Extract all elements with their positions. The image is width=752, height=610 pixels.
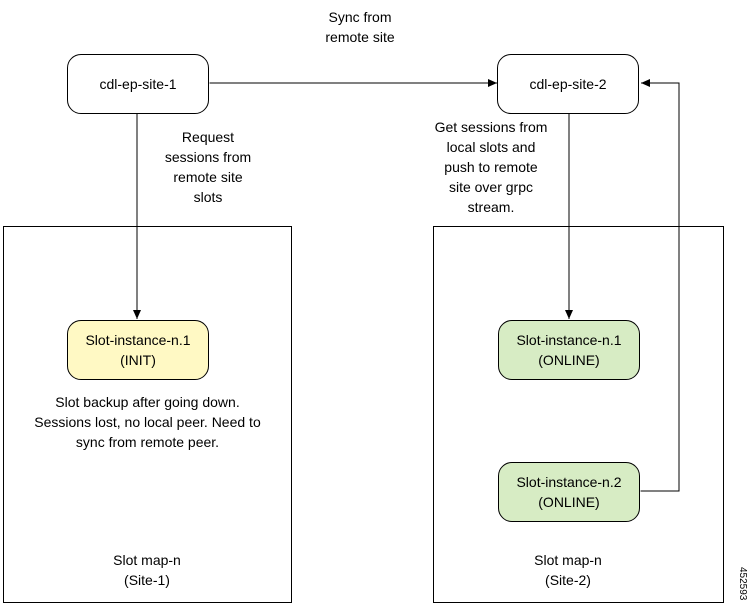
request-label-line-1: Request: [181, 129, 235, 145]
slot-state: (ONLINE): [538, 494, 600, 510]
get-sessions-line-1: Get sessions from: [434, 119, 548, 135]
sync-label-line-2: remote site: [325, 29, 395, 45]
slot-note-line-3: sync from remote peer.: [75, 434, 220, 450]
panel-title-site-2: Slot map-n (Site-2): [508, 550, 628, 590]
slot-instance-site-2-n1: Slot-instance-n.1 (ONLINE): [498, 320, 640, 380]
slot-map-panel-site-2: [433, 226, 724, 603]
slot-name: Slot-instance-n.1: [85, 332, 191, 348]
panel-title-line-2: (Site-1): [124, 572, 170, 588]
slot-instance-site-2-n2: Slot-instance-n.2 (ONLINE): [498, 462, 640, 522]
panel-title-line-1: Slot map-n: [534, 552, 602, 568]
panel-title-line-2: (Site-2): [545, 572, 591, 588]
request-label-line-2: sessions from: [164, 149, 252, 165]
request-label-line-3: remote site: [173, 169, 243, 185]
site-1-node: cdl-ep-site-1: [67, 54, 209, 114]
panel-title-site-1: Slot map-n (Site-1): [87, 550, 207, 590]
slot-instance-site-1-n1: Slot-instance-n.1 (INIT): [67, 320, 209, 380]
get-sessions-line-3: push to remote: [444, 159, 538, 175]
slot-state: (INIT): [120, 352, 156, 368]
slot-state: (ONLINE): [538, 352, 600, 368]
slot-map-panel-site-1: [3, 226, 292, 603]
sync-label: Sync from remote site: [300, 7, 420, 47]
request-label: Request sessions from remote site slots: [148, 127, 268, 207]
request-label-line-4: slots: [193, 189, 223, 205]
site-2-label: cdl-ep-site-2: [529, 76, 607, 92]
slot-note: Slot backup after going down. Sessions l…: [10, 392, 285, 452]
get-sessions-line-2: local slots and: [446, 139, 536, 155]
site-1-label: cdl-ep-site-1: [99, 76, 177, 92]
figure-id: 452593: [737, 567, 748, 601]
slot-name: Slot-instance-n.1: [516, 332, 622, 348]
get-sessions-label: Get sessions from local slots and push t…: [420, 117, 562, 217]
slot-note-line-2: Sessions lost, no local peer. Need to: [34, 414, 261, 430]
slot-n2-return-arrow: [632, 79, 680, 495]
slot-name: Slot-instance-n.2: [516, 474, 622, 490]
site-2-node: cdl-ep-site-2: [497, 54, 639, 114]
slot-note-line-1: Slot backup after going down.: [55, 394, 240, 410]
panel-title-line-1: Slot map-n: [113, 552, 181, 568]
get-sessions-line-4: site over grpc: [448, 179, 534, 195]
sync-label-line-1: Sync from: [328, 9, 392, 25]
get-sessions-line-5: stream.: [467, 199, 515, 215]
